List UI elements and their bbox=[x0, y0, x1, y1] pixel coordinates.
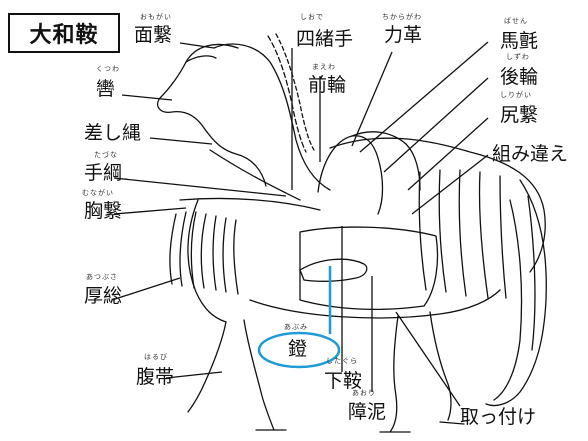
label-haraobi: 腹帯 bbox=[136, 366, 175, 388]
label-omogai: 面繋 bbox=[134, 24, 173, 46]
label-shitagura-ruby: したぐら bbox=[326, 357, 358, 365]
label-omogai-ruby: おもがい bbox=[140, 13, 172, 21]
label-atsubusa-ruby: あつぶさ bbox=[86, 273, 118, 281]
leader-haraobi bbox=[165, 371, 223, 379]
label-shizuwa-ruby: しずわ bbox=[506, 53, 530, 61]
leader-kutsuwa bbox=[121, 94, 173, 101]
leader-atsubusa bbox=[111, 277, 181, 301]
label-tazuna-ruby: たづな bbox=[94, 151, 118, 159]
leader-sashinawa bbox=[149, 137, 213, 145]
label-shizuwa: 後輪 bbox=[500, 66, 539, 88]
leader-kumichigae bbox=[411, 154, 489, 215]
abumi-highlight-ellipse bbox=[257, 331, 341, 369]
leader-lines bbox=[111, 41, 489, 407]
label-abumi-ruby: あぶみ bbox=[284, 323, 308, 331]
label-maewa: 前輪 bbox=[308, 74, 347, 96]
label-kutsuwa: 轡 bbox=[96, 78, 116, 100]
label-tottsuke: 取っ付け bbox=[460, 406, 537, 428]
label-aori-ruby: あおり bbox=[352, 389, 376, 397]
label-shitagura: 下鞍 bbox=[324, 370, 363, 392]
label-maewa-ruby: まえわ bbox=[312, 63, 336, 71]
label-tazuna: 手綱 bbox=[84, 162, 123, 184]
label-abumi: 鐙 bbox=[288, 338, 308, 360]
leader-tottsuke bbox=[395, 311, 461, 407]
label-basen: 馬氈 bbox=[500, 30, 539, 52]
label-munagai-ruby: むながい bbox=[82, 189, 114, 197]
label-haraobi-ruby: はるび bbox=[144, 353, 168, 361]
label-atsubusa: 厚総 bbox=[84, 285, 123, 307]
leader-basen bbox=[359, 41, 489, 153]
label-kumichigae: 組み違え bbox=[492, 143, 569, 165]
leader-munagai bbox=[113, 207, 187, 215]
diagram-title: 大和鞍 bbox=[29, 23, 99, 48]
label-aori: 障泥 bbox=[348, 401, 387, 423]
title-box: 大和鞍 bbox=[8, 13, 120, 53]
leader-chikaragawa bbox=[351, 51, 393, 147]
label-basen-ruby: ばせん bbox=[504, 17, 528, 25]
label-shirigai: 尻繋 bbox=[500, 104, 539, 126]
abumi-highlight bbox=[257, 266, 341, 369]
leader-shizuwa bbox=[383, 77, 489, 173]
label-kutsuwa-ruby: くつわ bbox=[96, 65, 120, 73]
label-shirigai-ruby: しりがい bbox=[500, 91, 532, 99]
leader-shirigai bbox=[407, 117, 489, 191]
label-chikaragawa: 力革 bbox=[384, 24, 423, 46]
label-sashinawa: 差し縄 bbox=[84, 122, 142, 144]
leader-tazuna bbox=[113, 177, 287, 197]
horse-body-outline bbox=[157, 33, 547, 433]
label-munagai: 胸繋 bbox=[84, 200, 123, 222]
label-chikaragawa-ruby: ちからがわ bbox=[382, 13, 422, 21]
label-shiode: 四緒手 bbox=[296, 28, 354, 50]
leader-omogai bbox=[179, 42, 215, 49]
label-shiode-ruby: しおで bbox=[300, 13, 324, 21]
